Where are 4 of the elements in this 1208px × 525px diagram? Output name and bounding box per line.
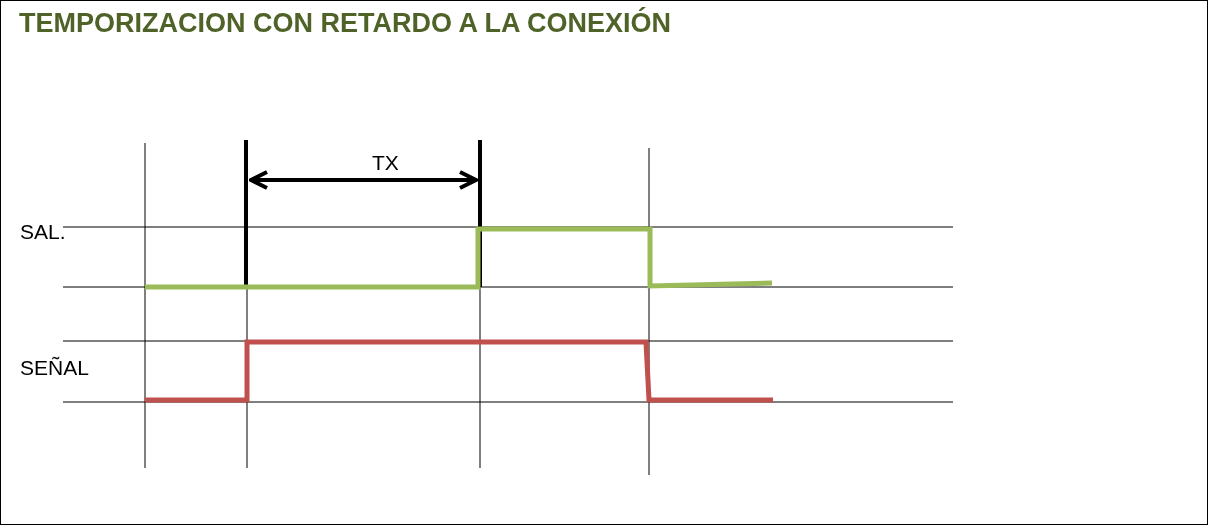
diagram-title: TEMPORIZACION CON RETARDO A LA CONEXIÓN	[19, 8, 671, 39]
signal-label: SAL.	[20, 220, 66, 244]
dimension-label: TX	[372, 151, 399, 175]
signal-label: SEÑAL	[20, 356, 89, 380]
